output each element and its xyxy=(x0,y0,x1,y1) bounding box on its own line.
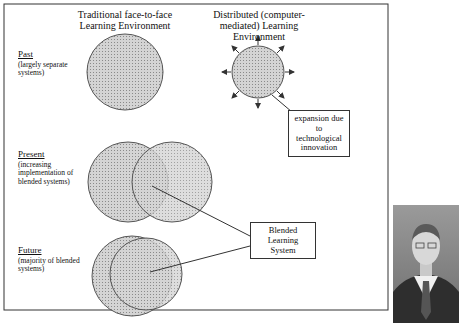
portrait-photo xyxy=(393,205,459,323)
period-label: Present xyxy=(18,150,80,160)
period-note: (increasing implementation of blended sy… xyxy=(18,161,84,186)
period-note: (majority of blended systems) xyxy=(18,257,86,274)
callout-text: expansion due to technological innovatio… xyxy=(293,114,345,153)
period-note: (largely separate systems) xyxy=(18,61,82,78)
callout-text: Blended Learning System xyxy=(255,226,311,255)
column-heading: Distributed (computer-mediated) Learning… xyxy=(200,9,318,42)
period-label: Past xyxy=(18,50,80,60)
callout-box: Blended Learning System xyxy=(250,222,316,259)
column-heading: Traditional face-to-face Learning Enviro… xyxy=(65,9,185,31)
period-label: Future xyxy=(18,246,80,256)
callout-box: expansion due to technological innovatio… xyxy=(288,110,350,157)
